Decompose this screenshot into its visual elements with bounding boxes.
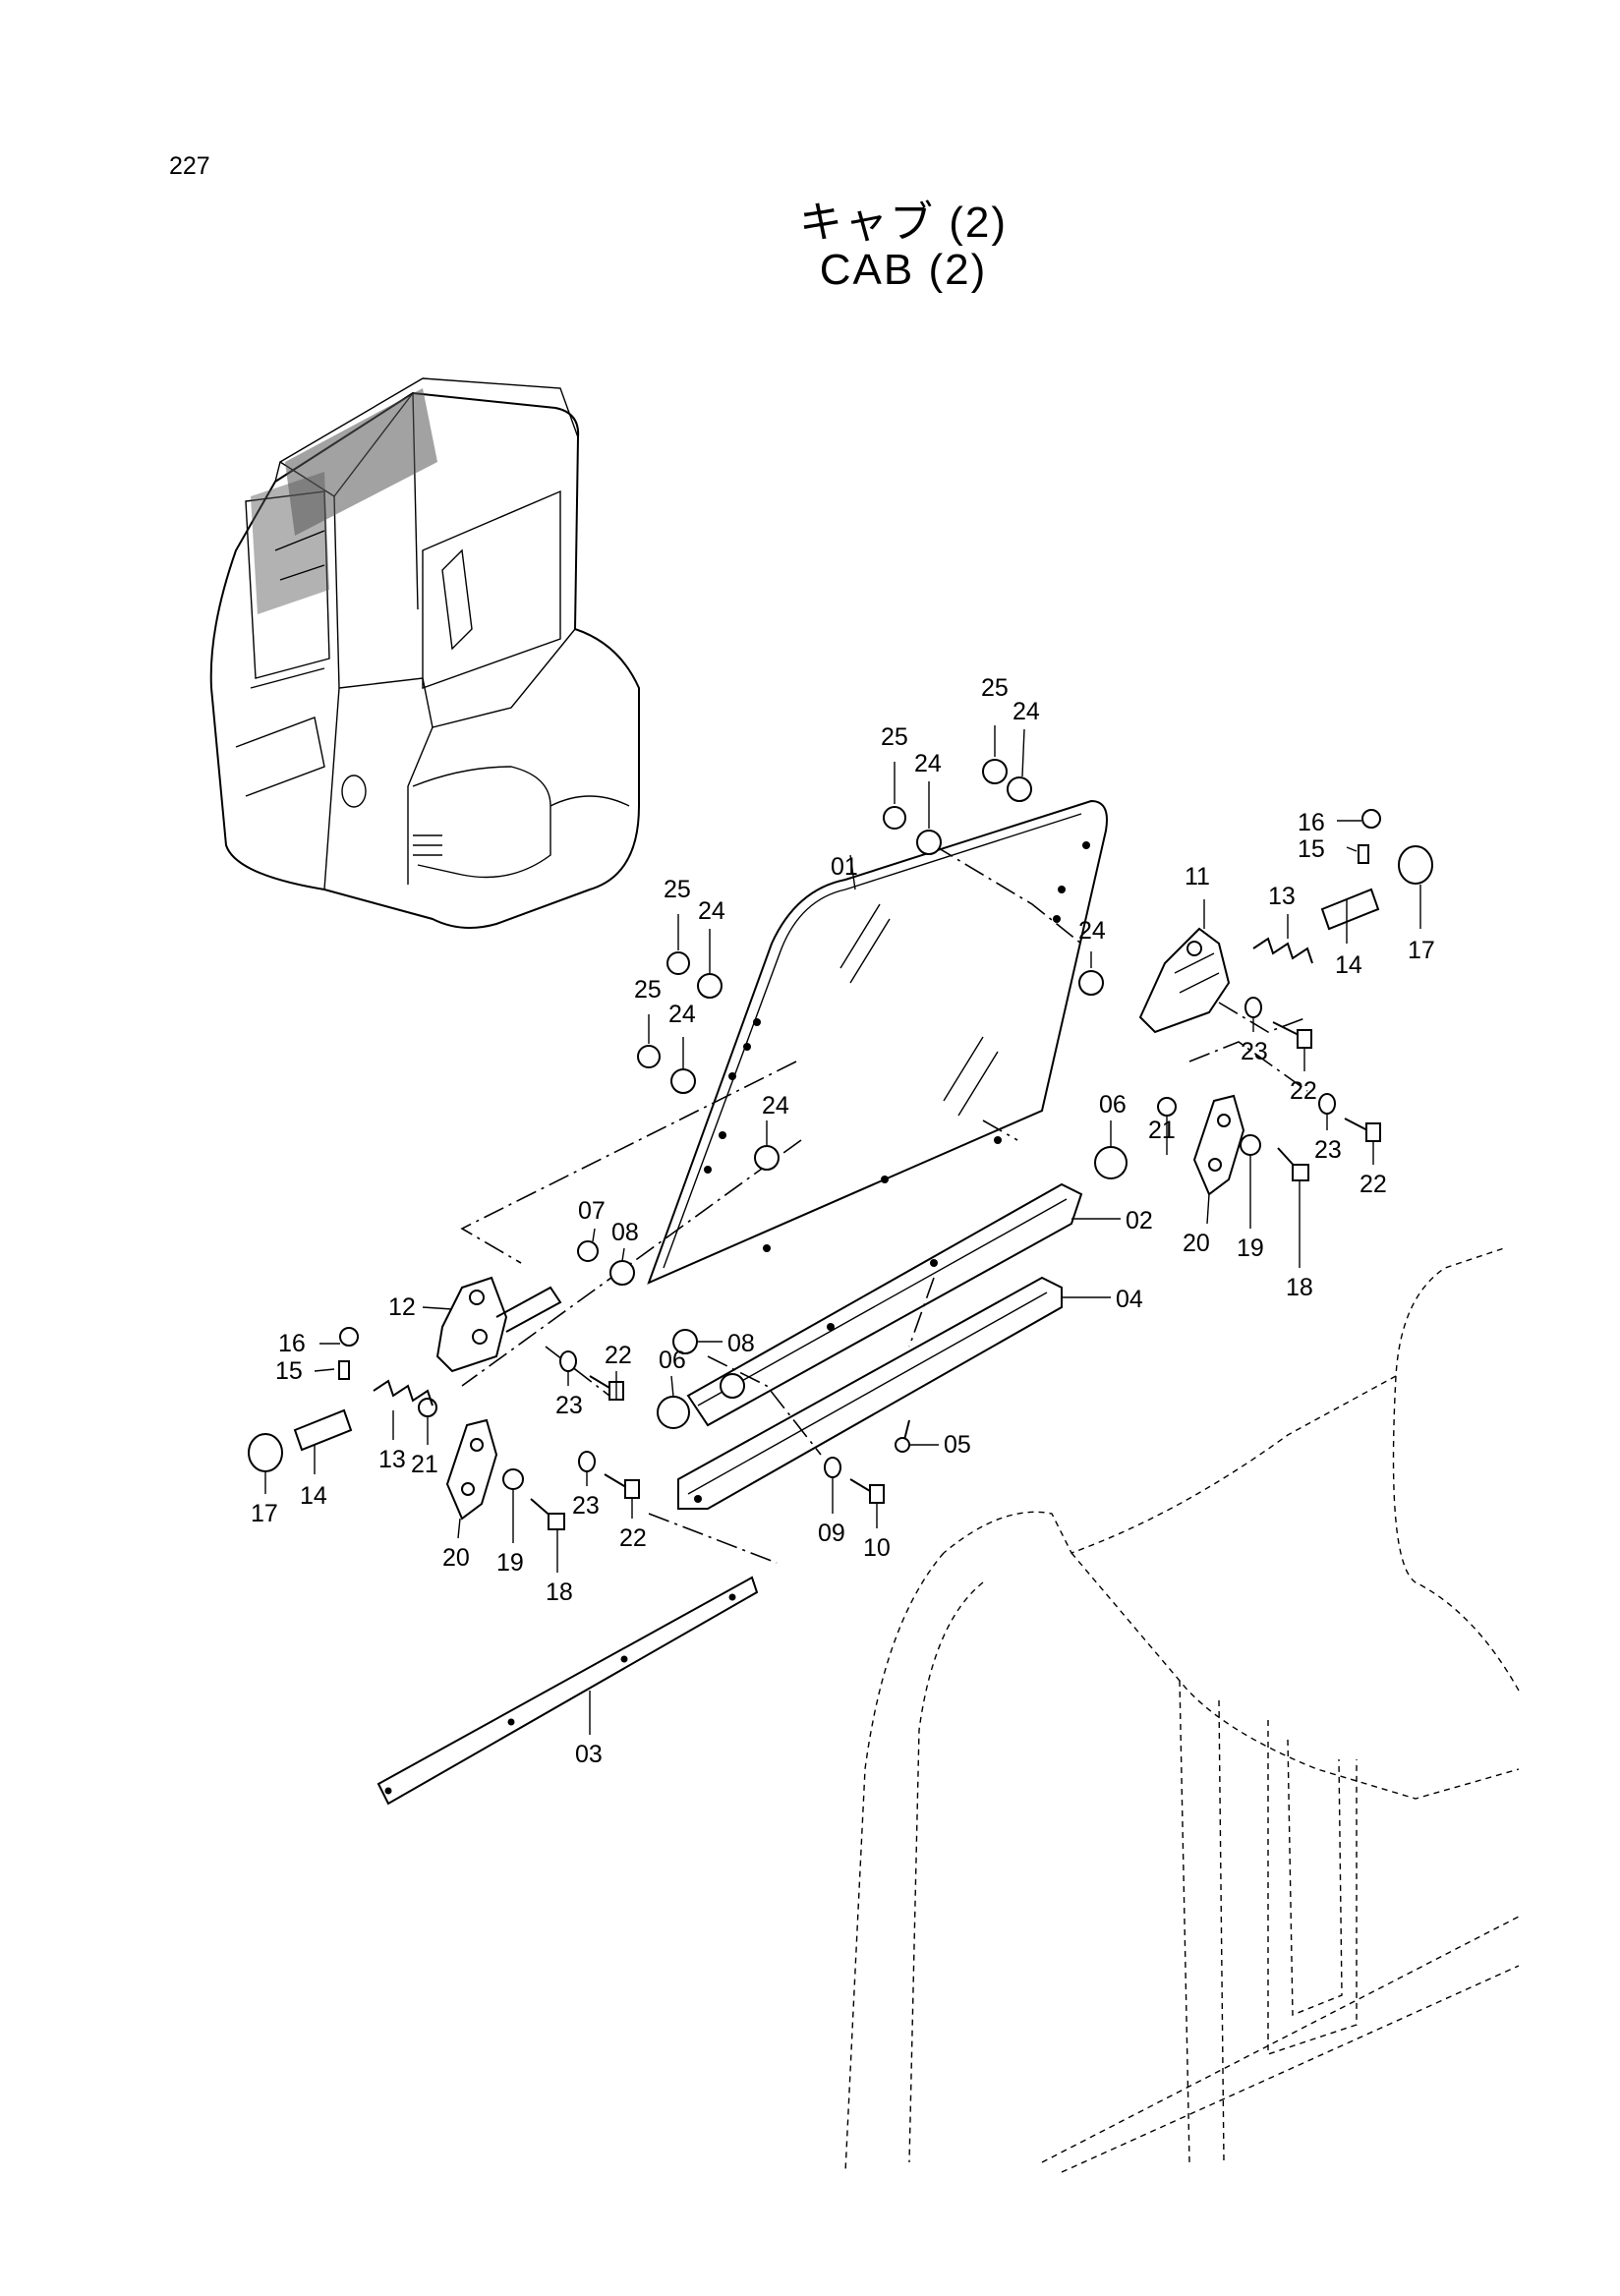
callout-02: 02 — [1126, 1207, 1153, 1234]
callout-22: 22 — [1290, 1077, 1317, 1105]
callout-19: 19 — [496, 1549, 524, 1577]
callout-24: 24 — [668, 1001, 696, 1028]
bracket-part-20-left — [445, 1418, 498, 1521]
callout-19: 19 — [1237, 1234, 1264, 1262]
callout-03: 03 — [575, 1741, 603, 1768]
callout-24: 24 — [762, 1092, 789, 1119]
callout-18: 18 — [546, 1578, 573, 1606]
callout-01: 01 — [831, 853, 858, 881]
trim-strip-part-03 — [376, 1576, 759, 1806]
callout-25: 25 — [664, 876, 691, 903]
callout-17: 17 — [1408, 937, 1435, 964]
callout-08: 08 — [611, 1219, 639, 1246]
callout-15: 15 — [275, 1357, 303, 1385]
callout-21: 21 — [411, 1451, 438, 1478]
latch-part-11 — [1138, 927, 1231, 1034]
callout-08: 08 — [727, 1330, 755, 1357]
cab-overview-illustration — [209, 377, 640, 929]
callout-14: 14 — [1335, 951, 1362, 979]
callout-16: 16 — [1298, 809, 1325, 836]
callout-25: 25 — [981, 674, 1009, 702]
callout-06: 06 — [659, 1347, 686, 1374]
callout-23: 23 — [572, 1492, 600, 1520]
callout-16: 16 — [278, 1330, 306, 1357]
callout-13: 13 — [1268, 883, 1296, 910]
latch-part-12 — [435, 1276, 562, 1373]
callout-23: 23 — [1314, 1136, 1342, 1164]
callout-leaders — [264, 725, 1421, 1735]
callout-17: 17 — [251, 1500, 278, 1527]
callout-10: 10 — [863, 1534, 891, 1562]
callout-25: 25 — [881, 723, 908, 751]
cab-body-background — [844, 1247, 1520, 2173]
callout-24: 24 — [914, 750, 942, 777]
assembly-lines — [460, 844, 1308, 1564]
callout-18: 18 — [1286, 1274, 1313, 1301]
callout-06: 06 — [1099, 1091, 1127, 1119]
callout-24: 24 — [1012, 698, 1040, 725]
callout-07: 07 — [578, 1197, 606, 1225]
callout-25: 25 — [634, 976, 662, 1004]
callout-20: 20 — [1183, 1230, 1210, 1257]
callout-21: 21 — [1148, 1117, 1176, 1144]
page-title-english: CAB (2) — [819, 246, 988, 294]
callout-20: 20 — [442, 1544, 470, 1572]
page-title-japanese: キャブ (2) — [799, 199, 1008, 247]
callout-23: 23 — [555, 1392, 583, 1419]
bracket-part-20-right — [1192, 1094, 1245, 1196]
callout-13: 13 — [378, 1446, 406, 1473]
rail-part-04 — [677, 1276, 1063, 1510]
callout-11: 11 — [1185, 863, 1210, 890]
callout-05: 05 — [944, 1431, 971, 1459]
callout-23: 23 — [1241, 1038, 1268, 1065]
callout-14: 14 — [300, 1482, 327, 1510]
rail-part-02 — [686, 1182, 1083, 1427]
page-number: 227 — [169, 152, 210, 180]
callout-12: 12 — [388, 1293, 416, 1321]
callout-15: 15 — [1298, 835, 1325, 863]
callout-24: 24 — [698, 897, 725, 925]
callout-labels: 25 24 25 24 01 24 25 24 25 24 24 11 13 1… — [251, 674, 1435, 1768]
window-glass-part-01 — [647, 799, 1108, 1285]
callout-22: 22 — [619, 1524, 647, 1552]
callout-09: 09 — [818, 1520, 845, 1547]
callout-22: 22 — [1360, 1171, 1387, 1198]
callout-04: 04 — [1116, 1286, 1143, 1313]
callout-24: 24 — [1078, 917, 1106, 945]
callout-22: 22 — [605, 1342, 632, 1369]
